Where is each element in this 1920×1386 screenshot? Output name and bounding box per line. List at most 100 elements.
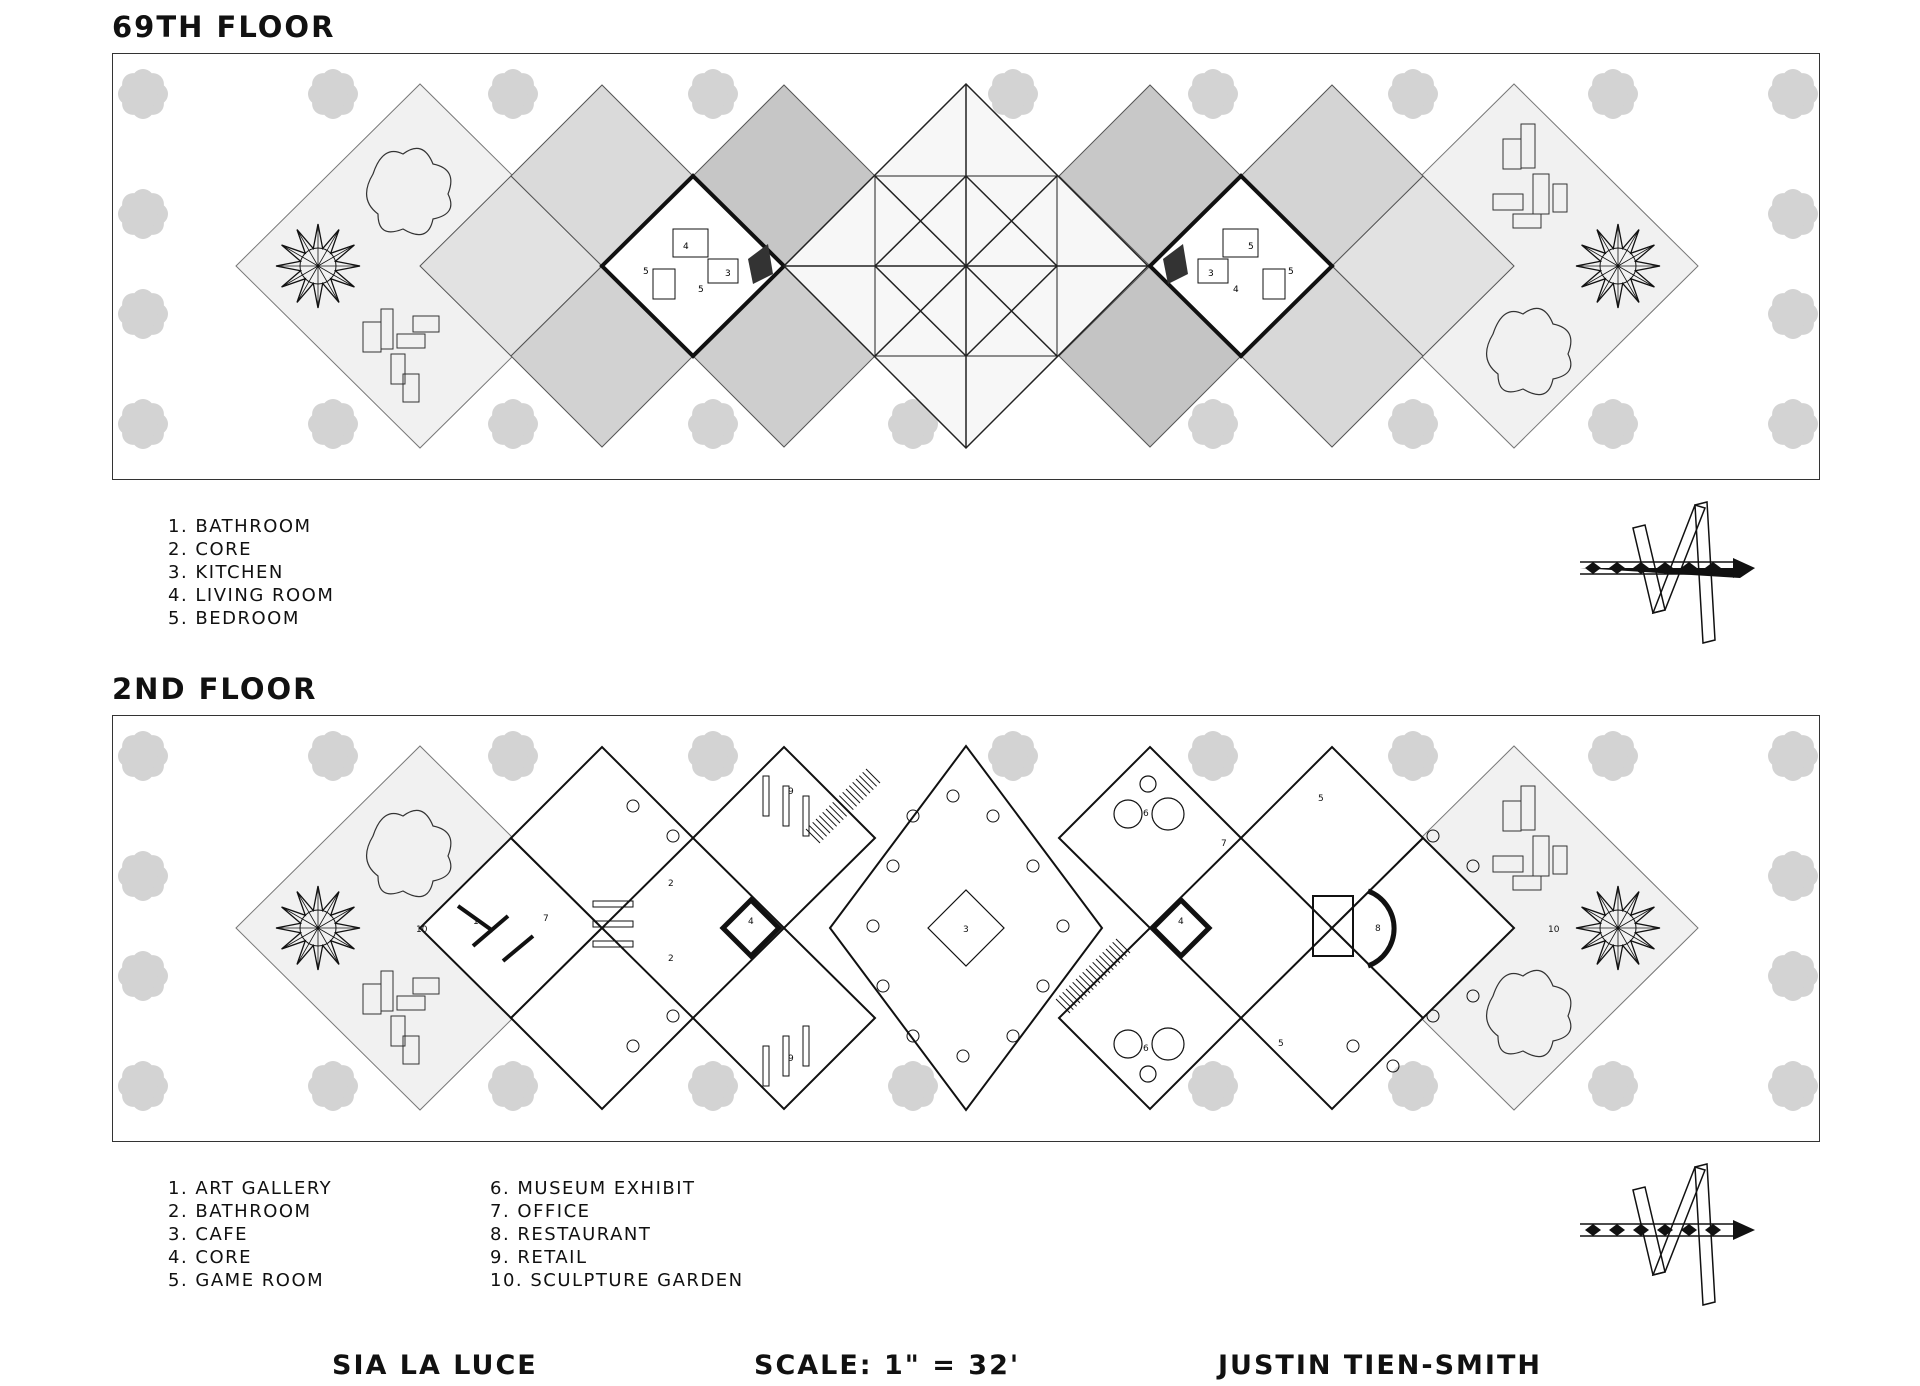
- table-icon: [1056, 919, 1070, 933]
- legend-item: 10. SCULPTURE GARDEN: [490, 1270, 744, 1291]
- table-icon: [1386, 1059, 1400, 1073]
- svg-text:5: 5: [1288, 267, 1294, 277]
- tree-icon: [988, 731, 1038, 781]
- retail-racks: [592, 775, 810, 1087]
- tree-icon: [488, 69, 538, 119]
- svg-text:4: 4: [683, 242, 689, 252]
- floor-2-title: 2ND FLOOR: [112, 672, 318, 706]
- tree-icon: [988, 69, 1038, 119]
- table-icon: [1426, 1009, 1440, 1023]
- stair-right: [1055, 938, 1131, 1014]
- table-icon: [626, 799, 640, 813]
- tree-icon: [888, 1061, 938, 1111]
- svg-text:5: 5: [1248, 242, 1254, 252]
- room-label: 4: [1178, 917, 1184, 927]
- svg-text:5: 5: [643, 267, 649, 277]
- table-icon: [1466, 989, 1480, 1003]
- room-label: 6: [1143, 809, 1149, 819]
- tree-icon: [308, 731, 358, 781]
- tree-icon: [308, 399, 358, 449]
- tree-icon: [118, 951, 168, 1001]
- svg-text:5: 5: [698, 285, 704, 295]
- legend-item: 5. BEDROOM: [168, 608, 300, 629]
- legend-item: 5. GAME ROOM: [168, 1270, 325, 1291]
- legend-item: 4. CORE: [168, 1247, 253, 1268]
- retail-top-left: [691, 745, 877, 930]
- tree-icon: [1588, 69, 1638, 119]
- retail-bottom-left: [691, 926, 877, 1111]
- tree-icon: [1768, 1061, 1818, 1111]
- floor-2-drawing: 1 2 2 3 4 4 5 5 6 6 7 7 8 9 9 10 10: [118, 731, 1818, 1112]
- tree-icon: [1388, 731, 1438, 781]
- legend-item: 6. MUSEUM EXHIBIT: [490, 1178, 696, 1199]
- table-icon: [906, 809, 920, 823]
- table-icon: [1026, 859, 1040, 873]
- floor-2-legend-left: 1. ART GALLERY 2. BATHROOM 3. CAFE 4. CO…: [168, 1177, 332, 1292]
- tree-icon: [688, 69, 738, 119]
- room-label: 5: [1318, 794, 1324, 804]
- legend-item: 3. CAFE: [168, 1224, 249, 1245]
- room-label: 4: [748, 917, 754, 927]
- tree-icon: [688, 399, 738, 449]
- floor-69-title: 69TH FLOOR: [112, 10, 336, 44]
- tree-icon: [118, 69, 168, 119]
- museum-exhibits: [1113, 775, 1185, 1083]
- tree-icon: [1768, 189, 1818, 239]
- room-label: 7: [543, 914, 549, 924]
- author-name: JUSTIN TIEN-SMITH: [1218, 1350, 1542, 1381]
- room-label: 3: [963, 925, 969, 935]
- tree-icon: [118, 289, 168, 339]
- tree-icon: [118, 731, 168, 781]
- room-label: 2: [668, 954, 674, 964]
- tree-icon: [1388, 399, 1438, 449]
- star-sculpture-right: [1575, 223, 1661, 309]
- tree-icon: [488, 1061, 538, 1111]
- tree-icon: [1188, 1061, 1238, 1111]
- room-label: 9: [788, 1054, 794, 1064]
- north-arrow-icon: [1580, 1163, 1755, 1306]
- legend-item: 2. BATHROOM: [168, 1201, 312, 1222]
- table-icon: [626, 1039, 640, 1053]
- table-icon: [1006, 1029, 1020, 1043]
- room-label: 6: [1143, 1044, 1149, 1054]
- tree-icon: [308, 69, 358, 119]
- restaurant-bar: [1367, 888, 1397, 969]
- tree-icon: [1768, 69, 1818, 119]
- central-skylight: [782, 82, 1150, 450]
- trees-69: [118, 69, 1818, 449]
- tree-icon: [118, 399, 168, 449]
- table-icon: [906, 1029, 920, 1043]
- tree-icon: [688, 1061, 738, 1111]
- star-sculpture-right: [1575, 885, 1661, 971]
- room-label: 10: [1548, 925, 1560, 935]
- core-right: [1149, 896, 1213, 960]
- tree-icon: [308, 1061, 358, 1111]
- star-sculpture-left: [275, 885, 361, 971]
- tree-icon: [118, 851, 168, 901]
- table-icon: [666, 829, 680, 843]
- garden-blocks: [362, 785, 1568, 1065]
- legend-item: 8. RESTAURANT: [490, 1224, 652, 1245]
- room-label: 9: [788, 787, 794, 797]
- restaurant-kitchen: [1312, 895, 1354, 957]
- table-icon: [1346, 1039, 1360, 1053]
- tree-icon: [1588, 731, 1638, 781]
- legend-item: 1. BATHROOM: [168, 516, 312, 537]
- tree-icon: [488, 731, 538, 781]
- room-label: 8: [1375, 924, 1381, 934]
- tree-icon: [1768, 399, 1818, 449]
- tree-icon: [1768, 289, 1818, 339]
- trees-2: [118, 731, 1818, 1111]
- tree-icon: [118, 189, 168, 239]
- room-label: 5: [1278, 1039, 1284, 1049]
- game-room-right: [1330, 836, 1516, 1020]
- legend-item: 2. CORE: [168, 539, 253, 560]
- project-name: SIA LA LUCE: [332, 1350, 538, 1381]
- tree-icon: [1388, 1061, 1438, 1111]
- cafe-tables: [626, 789, 1480, 1073]
- room-label: 1: [473, 917, 479, 927]
- gallery-walls: [456, 904, 535, 963]
- table-icon: [946, 789, 960, 803]
